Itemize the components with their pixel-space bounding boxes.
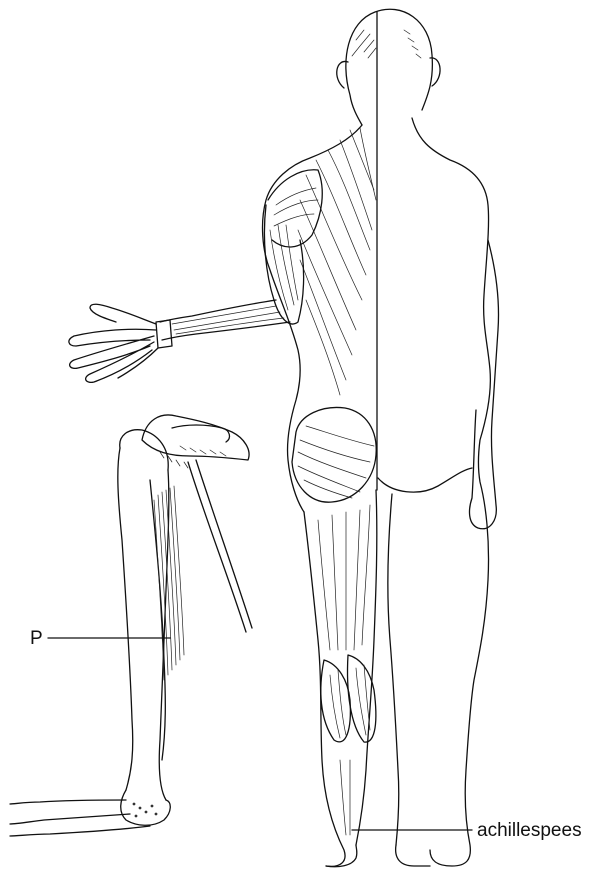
label-p-group: P [30, 628, 170, 649]
deltoid-striations [274, 188, 318, 226]
elbow-joint-illustration [10, 415, 252, 836]
left-leg-inner [356, 490, 377, 845]
forearm-bones [10, 800, 150, 836]
humeral-head [120, 430, 168, 470]
calf-striations [330, 665, 370, 835]
gluteal-crease [378, 468, 472, 492]
elbow-shading [133, 803, 158, 818]
right-leg-inner-outline [388, 494, 399, 845]
tendon-strap [188, 460, 252, 632]
hamstring-striations [318, 505, 370, 650]
elbow [121, 790, 171, 825]
scapula [142, 415, 249, 460]
right-arm-outline [470, 240, 499, 529]
left-hand [69, 304, 158, 382]
right-side-body-outline [412, 118, 490, 866]
left-forearm [160, 300, 290, 340]
label-achilles: achillespees [477, 820, 582, 841]
gastrocnemius-right-head [348, 655, 376, 742]
left-leg-outline [304, 512, 345, 866]
acromion [172, 425, 229, 442]
back-muscle-striations [298, 128, 376, 395]
brachialis-muscle [150, 480, 165, 760]
right-foot [396, 845, 430, 866]
head [346, 9, 433, 125]
label-p: P [30, 628, 43, 649]
left-upper-arm [264, 205, 303, 324]
upper-arm-striations [270, 225, 298, 310]
wrist-band [156, 320, 172, 348]
standing-figure [69, 9, 499, 866]
gastrocnemius-left-head [321, 660, 351, 742]
hair-shading [352, 30, 421, 58]
